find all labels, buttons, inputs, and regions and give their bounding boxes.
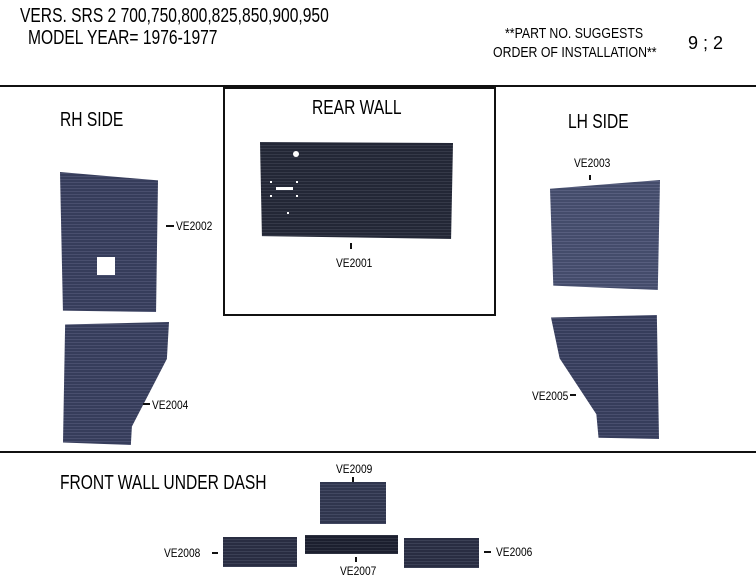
tick-ve2002: [166, 225, 174, 227]
pad-ve2007: [305, 535, 398, 554]
model-year: MODEL YEAR= 1976-1977: [28, 27, 218, 49]
front-wall-title: FRONT WALL UNDER DASH: [60, 472, 267, 494]
label-ve2001: VE2001: [336, 256, 373, 270]
tick-ve2009: [352, 477, 354, 482]
pad-ve2009: [320, 482, 386, 524]
pad-ve2006: [404, 538, 479, 568]
version-title: VERS. SRS 2 700,750,800,825,850,900,950: [20, 5, 329, 27]
tick-ve2007: [355, 557, 357, 562]
label-ve2007: VE2007: [340, 564, 377, 578]
label-ve2003: VE2003: [574, 156, 611, 170]
top-divider: [0, 85, 756, 87]
label-ve2002: VE2002: [176, 219, 213, 233]
pad-ve2004: [63, 322, 169, 445]
rear-wall-title: REAR WALL: [312, 97, 402, 119]
tick-ve2006: [484, 551, 491, 553]
tick-ve2005: [570, 394, 576, 396]
tick-ve2001: [350, 243, 352, 249]
label-ve2009: VE2009: [336, 462, 373, 476]
label-ve2006: VE2006: [496, 545, 533, 559]
lh-side-title: LH SIDE: [568, 111, 629, 133]
pad-ve2001: [260, 142, 453, 239]
bottom-divider: [0, 451, 756, 453]
install-note-line1: **PART NO. SUGGESTS: [505, 25, 644, 42]
label-ve2008: VE2008: [164, 546, 201, 560]
tick-ve2008: [212, 552, 218, 554]
pad-ve2008: [223, 537, 297, 567]
rear-wall-box: [223, 87, 496, 316]
tick-ve2004: [143, 403, 150, 405]
label-ve2004: VE2004: [152, 398, 189, 412]
install-note-line2: ORDER OF INSTALLATION**: [493, 44, 657, 61]
pad-ve2003: [550, 180, 660, 290]
label-ve2005: VE2005: [532, 389, 569, 403]
pad-ve2002: [60, 172, 158, 312]
tick-ve2003: [589, 175, 591, 180]
rh-side-title: RH SIDE: [60, 109, 124, 131]
page-number: 9 ; 2: [688, 33, 724, 53]
pad-ve2005: [551, 315, 659, 439]
